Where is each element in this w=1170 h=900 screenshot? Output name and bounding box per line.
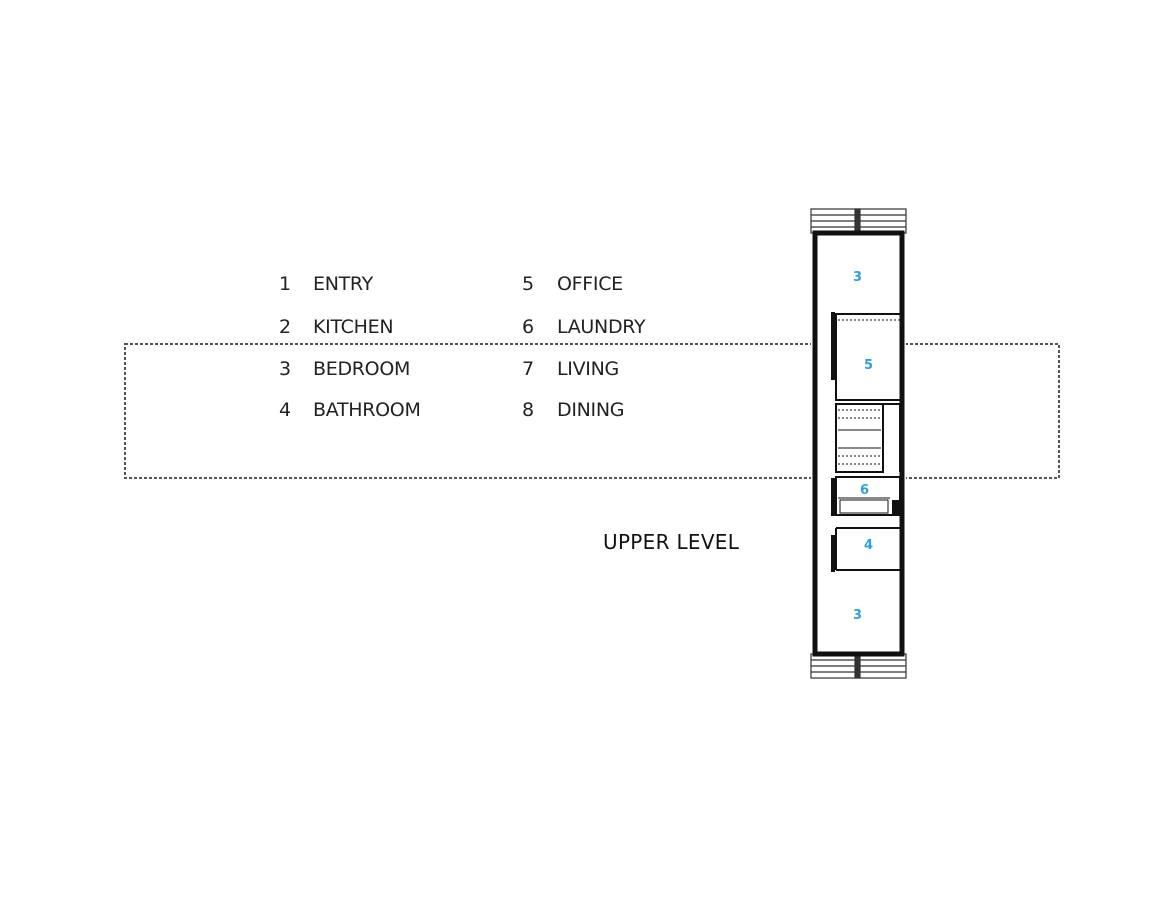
legend-label: OFFICE bbox=[557, 273, 623, 295]
legend-label: BATHROOM bbox=[313, 399, 421, 421]
legend-label: DINING bbox=[557, 399, 625, 421]
lower-level-outline bbox=[124, 343, 1060, 479]
legend-label: KITCHEN bbox=[313, 316, 394, 338]
room-number-laundry: 6 bbox=[860, 483, 869, 498]
legend-label: LAUNDRY bbox=[557, 316, 646, 338]
legend-number: 7 bbox=[522, 358, 534, 380]
interior-walls bbox=[831, 312, 903, 572]
legend-number: 6 bbox=[522, 316, 534, 338]
legend-label: BEDROOM bbox=[313, 358, 411, 380]
legend-number: 5 bbox=[522, 273, 534, 295]
legend-number: 3 bbox=[279, 358, 291, 380]
legend-label: LIVING bbox=[557, 358, 619, 380]
bottom-deck bbox=[810, 653, 907, 679]
room-number-office: 5 bbox=[864, 358, 873, 373]
upper-outer-walls bbox=[812, 230, 905, 657]
upper-volume-background bbox=[811, 209, 906, 678]
legend-label: ENTRY bbox=[313, 273, 373, 295]
room-number-bathroom: 4 bbox=[864, 538, 873, 553]
room-number-top: 3 bbox=[853, 270, 862, 285]
legend-number: 4 bbox=[279, 399, 291, 421]
room-number-bottom: 3 bbox=[853, 608, 862, 623]
legend-number: 2 bbox=[279, 316, 291, 338]
level-title: UPPER LEVEL bbox=[603, 530, 740, 554]
legend-number: 1 bbox=[279, 273, 291, 295]
legend-number: 8 bbox=[522, 399, 534, 421]
